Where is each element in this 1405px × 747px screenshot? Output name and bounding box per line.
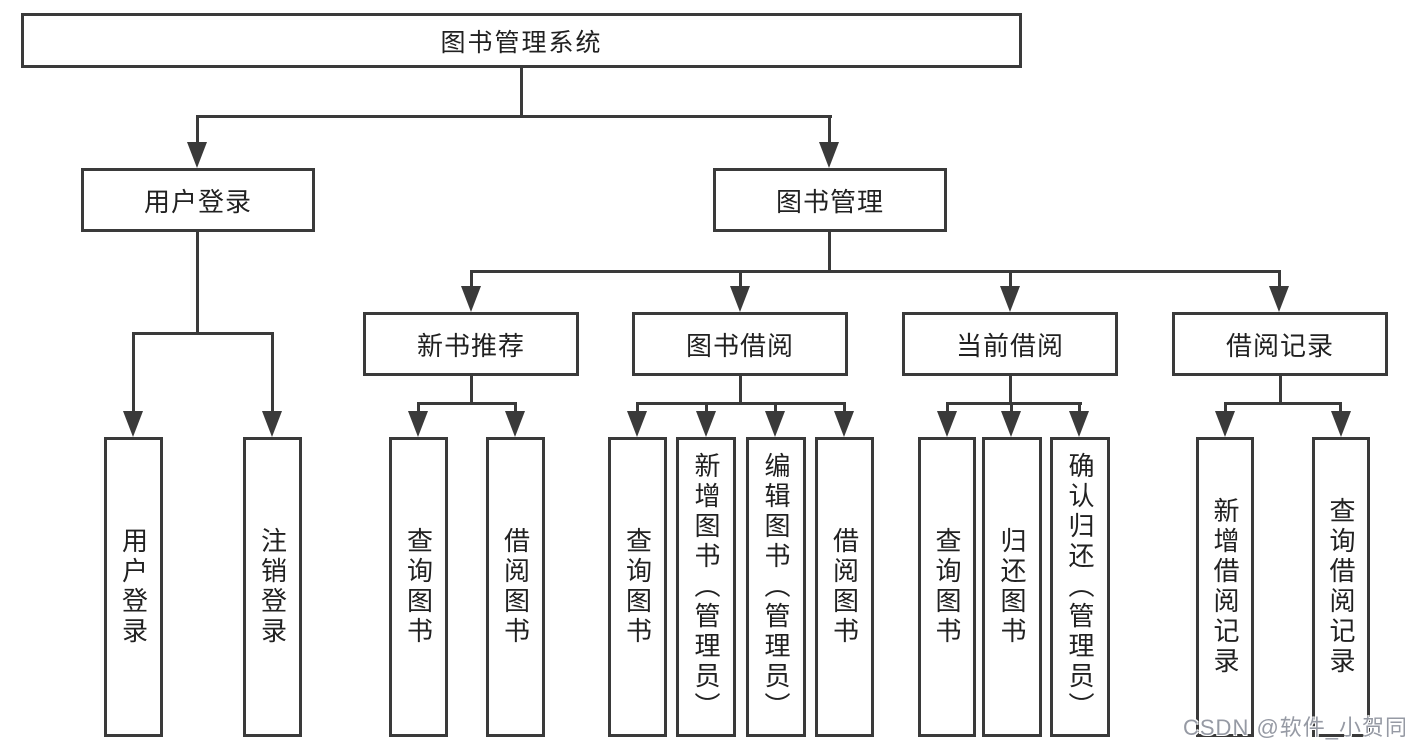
node-label: 新书推荐 <box>416 330 525 361</box>
arrowhead-icon <box>1001 411 1021 437</box>
arrowhead-icon <box>730 286 750 312</box>
arrowhead-icon <box>461 286 481 312</box>
leaf-query-borrow-record: 查询借阅记录 <box>1312 437 1370 737</box>
leaf-query-books-current: 查询图书 <box>918 437 976 737</box>
arrowhead-icon <box>834 411 854 437</box>
connector-line <box>417 402 420 412</box>
node-label: 确认归还（管理员） <box>1065 452 1095 722</box>
connector-line <box>828 115 831 145</box>
connector-line <box>1078 402 1081 412</box>
connector-line <box>197 115 832 118</box>
connector-line <box>705 402 708 412</box>
node-label: 归还图书 <box>997 527 1027 647</box>
connector-line <box>520 68 523 118</box>
leaf-borrow-books: 借阅图书 <box>815 437 874 737</box>
connector-line <box>470 270 1281 273</box>
connector-line <box>1339 402 1342 412</box>
leaf-logout: 注销登录 <box>243 437 302 737</box>
node-label: 查询借阅记录 <box>1326 497 1356 677</box>
node-label: 图书管理 <box>775 186 884 217</box>
arrowhead-icon <box>1269 286 1289 312</box>
arrowhead-icon <box>262 411 282 437</box>
leaf-add-books-admin: 新增图书（管理员） <box>676 437 736 737</box>
connector-line <box>1224 402 1342 405</box>
connector-line <box>514 402 517 412</box>
arrowhead-icon <box>765 411 785 437</box>
connector-line <box>636 402 639 412</box>
connector-line <box>774 402 777 412</box>
arrowhead-icon <box>123 411 143 437</box>
leaf-confirm-return-admin: 确认归还（管理员） <box>1050 437 1110 737</box>
leaf-query-books-borrow: 查询图书 <box>608 437 667 737</box>
csdn-watermark: CSDN @软件_小贺同学 <box>1183 715 1405 740</box>
arrowhead-icon <box>627 411 647 437</box>
leaf-query-books-recommend: 查询图书 <box>389 437 448 737</box>
connector-line <box>636 402 845 405</box>
leaf-user-login: 用户登录 <box>104 437 163 737</box>
connector-line <box>132 332 135 412</box>
leaf-add-borrow-record: 新增借阅记录 <box>1196 437 1254 737</box>
arrowhead-icon <box>505 411 525 437</box>
node-label: 借阅图书 <box>500 527 531 647</box>
connector-line <box>739 376 742 404</box>
node-label: 用户登录 <box>143 186 252 217</box>
node-label: 图书管理系统 <box>440 28 603 57</box>
node-book-borrow: 图书借阅 <box>632 312 848 376</box>
node-label: 查询图书 <box>622 527 653 647</box>
connector-line <box>843 402 846 412</box>
connector-line <box>828 232 831 273</box>
node-label: 新增借阅记录 <box>1210 497 1240 677</box>
node-label: 借阅图书 <box>829 527 860 647</box>
arrowhead-icon <box>1331 411 1351 437</box>
arrowhead-icon <box>937 411 957 437</box>
node-new-book-recommend: 新书推荐 <box>363 312 579 376</box>
node-borrow-record: 借阅记录 <box>1172 312 1388 376</box>
connector-line <box>470 376 473 404</box>
connector-line <box>196 232 199 335</box>
connector-line <box>196 115 199 145</box>
connector-line <box>946 402 949 412</box>
node-label: 查询图书 <box>932 527 962 647</box>
arrowhead-icon <box>187 142 207 168</box>
connector-line <box>1010 402 1013 412</box>
connector-line <box>470 270 473 288</box>
arrowhead-icon <box>408 411 428 437</box>
connector-line <box>1009 376 1012 404</box>
connector-line <box>1009 270 1012 288</box>
connector-line <box>417 402 517 405</box>
node-label: 用户登录 <box>118 527 149 647</box>
leaf-edit-books-admin: 编辑图书（管理员） <box>746 437 806 737</box>
connector-line <box>1279 376 1282 404</box>
node-label: 新增图书（管理员） <box>691 452 721 722</box>
leaf-borrow-books-recommend: 借阅图书 <box>486 437 545 737</box>
node-root-system: 图书管理系统 <box>21 13 1022 68</box>
arrowhead-icon <box>819 142 839 168</box>
node-user-login: 用户登录 <box>81 168 315 232</box>
arrowhead-icon <box>1069 411 1089 437</box>
node-label: 注销登录 <box>257 527 288 647</box>
leaf-return-books: 归还图书 <box>982 437 1042 737</box>
connector-line <box>132 332 274 335</box>
connector-line <box>946 402 1082 405</box>
node-label: 借阅记录 <box>1225 330 1334 361</box>
node-label: 图书借阅 <box>685 330 794 361</box>
connector-line <box>1278 270 1281 288</box>
node-label: 编辑图书（管理员） <box>761 452 791 722</box>
connector-line <box>739 270 742 288</box>
arrowhead-icon <box>1000 286 1020 312</box>
node-label: 当前借阅 <box>955 330 1064 361</box>
node-book-management: 图书管理 <box>713 168 947 232</box>
node-label: 查询图书 <box>403 527 434 647</box>
node-current-borrow: 当前借阅 <box>902 312 1118 376</box>
arrowhead-icon <box>696 411 716 437</box>
connector-line <box>271 332 274 412</box>
connector-line <box>1224 402 1227 412</box>
arrowhead-icon <box>1215 411 1235 437</box>
